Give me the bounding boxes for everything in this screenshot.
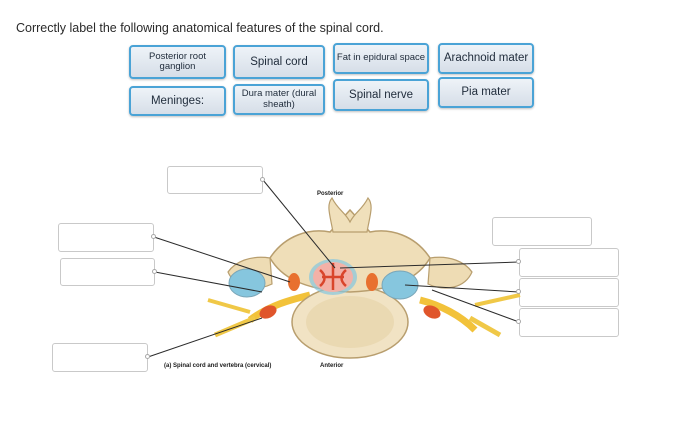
- connector-dot: [260, 177, 265, 182]
- label-chip-posterior-root-ganglion[interactable]: Posterior root ganglion: [129, 45, 226, 79]
- figure-caption: (a) Spinal cord and vertebra (cervical): [164, 363, 272, 369]
- label-chip-pia-mater[interactable]: Pia mater: [438, 77, 534, 108]
- label-chip-spinal-nerve[interactable]: Spinal nerve: [333, 79, 429, 111]
- drop-target-8[interactable]: [519, 308, 619, 337]
- question-text: Correctly label the following anatomical…: [16, 21, 384, 35]
- connector-dot: [151, 234, 156, 239]
- posterior-label: Posterior: [317, 191, 344, 197]
- drop-target-3[interactable]: [60, 258, 155, 286]
- connector-dot: [145, 354, 150, 359]
- drop-target-4[interactable]: [52, 343, 148, 372]
- label-chip-meninges[interactable]: Meninges:: [129, 86, 226, 116]
- connector-dot: [152, 269, 157, 274]
- anterior-label: Anterior: [320, 363, 344, 369]
- connector-dot: [516, 259, 521, 264]
- drop-target-7[interactable]: [519, 278, 619, 307]
- connector-dot: [516, 289, 521, 294]
- connector-dot: [516, 319, 521, 324]
- label-chip-fat-in-epidural-space[interactable]: Fat in epidural space: [333, 43, 429, 74]
- drop-target-1[interactable]: [167, 166, 263, 194]
- label-chip-dura-mater[interactable]: Dura mater (dural sheath): [233, 84, 325, 115]
- drop-target-2[interactable]: [58, 223, 154, 252]
- drop-target-6[interactable]: [519, 248, 619, 277]
- drop-target-5[interactable]: [492, 217, 592, 246]
- label-chip-arachnoid-mater[interactable]: Arachnoid mater: [438, 43, 534, 74]
- label-chip-spinal-cord[interactable]: Spinal cord: [233, 45, 325, 79]
